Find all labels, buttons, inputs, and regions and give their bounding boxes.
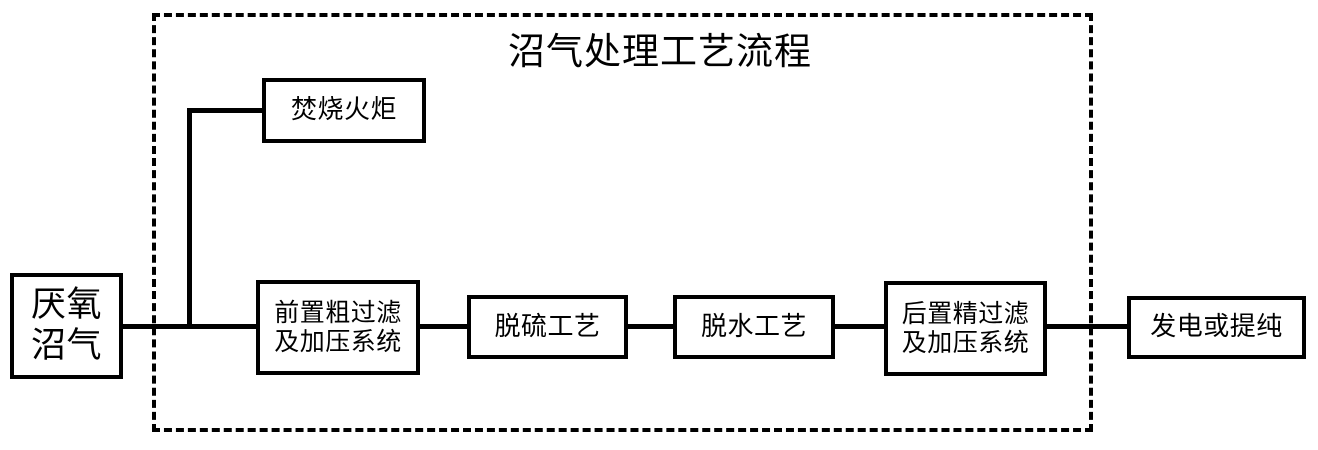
node-power-generation-or-purification-label: 发电或提纯	[1150, 312, 1283, 342]
connector-desulf-to-dehydrate	[624, 324, 677, 329]
connector-prefilter-to-desulf	[416, 324, 471, 329]
connector-postfilter-to-output	[1043, 324, 1131, 329]
node-power-generation-or-purification[interactable]: 发电或提纯	[1127, 296, 1306, 359]
node-pre-coarse-filter-pressurization[interactable]: 前置粗过滤 及加压系统	[256, 280, 420, 375]
connector-branch-horizontal-to-flare	[187, 108, 266, 113]
connector-dehydrate-to-postfilter	[831, 324, 888, 329]
node-anaerobic-biogas[interactable]: 厌氧 沼气	[10, 273, 123, 379]
node-dehydration-process[interactable]: 脱水工艺	[673, 295, 835, 359]
node-desulfurization-process-label: 脱硫工艺	[494, 311, 601, 341]
node-incineration-flare[interactable]: 焚烧火炬	[262, 78, 426, 143]
node-pre-coarse-filter-pressurization-label: 前置粗过滤 及加压系统	[274, 299, 402, 356]
node-desulfurization-process[interactable]: 脱硫工艺	[467, 295, 628, 359]
node-incineration-flare-label: 焚烧火炬	[290, 95, 397, 125]
node-post-fine-filter-pressurization-label: 后置精过滤 及加压系统	[901, 300, 1030, 357]
node-anaerobic-biogas-label: 厌氧 沼气	[30, 285, 102, 365]
diagram-title: 沼气处理工艺流程	[508, 32, 812, 73]
process-boundary	[152, 13, 1093, 432]
node-dehydration-process-label: 脱水工艺	[700, 311, 807, 341]
connector-branch-vertical-to-flare	[187, 108, 192, 327]
node-post-fine-filter-pressurization[interactable]: 后置精过滤 及加压系统	[884, 281, 1047, 376]
